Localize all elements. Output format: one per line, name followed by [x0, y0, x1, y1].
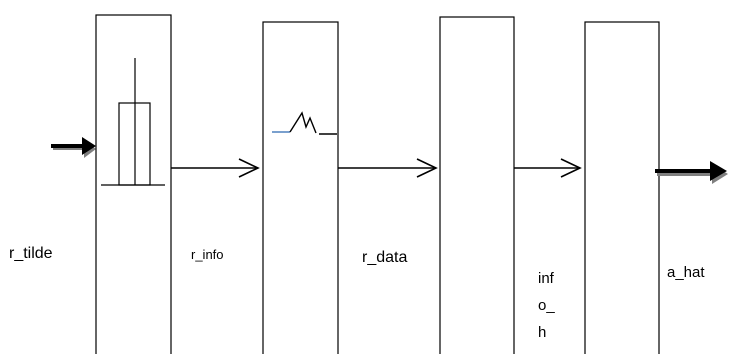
- label-r-data: r_data: [362, 249, 408, 266]
- quantizer-symbol-icon: [101, 58, 165, 186]
- label-info-h-line-3: h: [538, 324, 547, 341]
- label-a-hat: a_hat: [667, 264, 705, 281]
- label-info-h-line-2: o_: [538, 297, 555, 314]
- label-r-info: r_info: [191, 247, 224, 262]
- label-info-h: inf o_ h: [538, 265, 564, 346]
- output-arrow-icon: [655, 161, 728, 184]
- block-3: [439, 16, 515, 354]
- waveform-symbol-icon: [272, 111, 337, 135]
- block-4: [584, 21, 660, 354]
- label-info-h-line-1: inf: [538, 270, 554, 287]
- block-2: [262, 21, 339, 354]
- label-r-tilde: r_tilde: [9, 245, 53, 262]
- input-arrow-icon: [51, 137, 96, 158]
